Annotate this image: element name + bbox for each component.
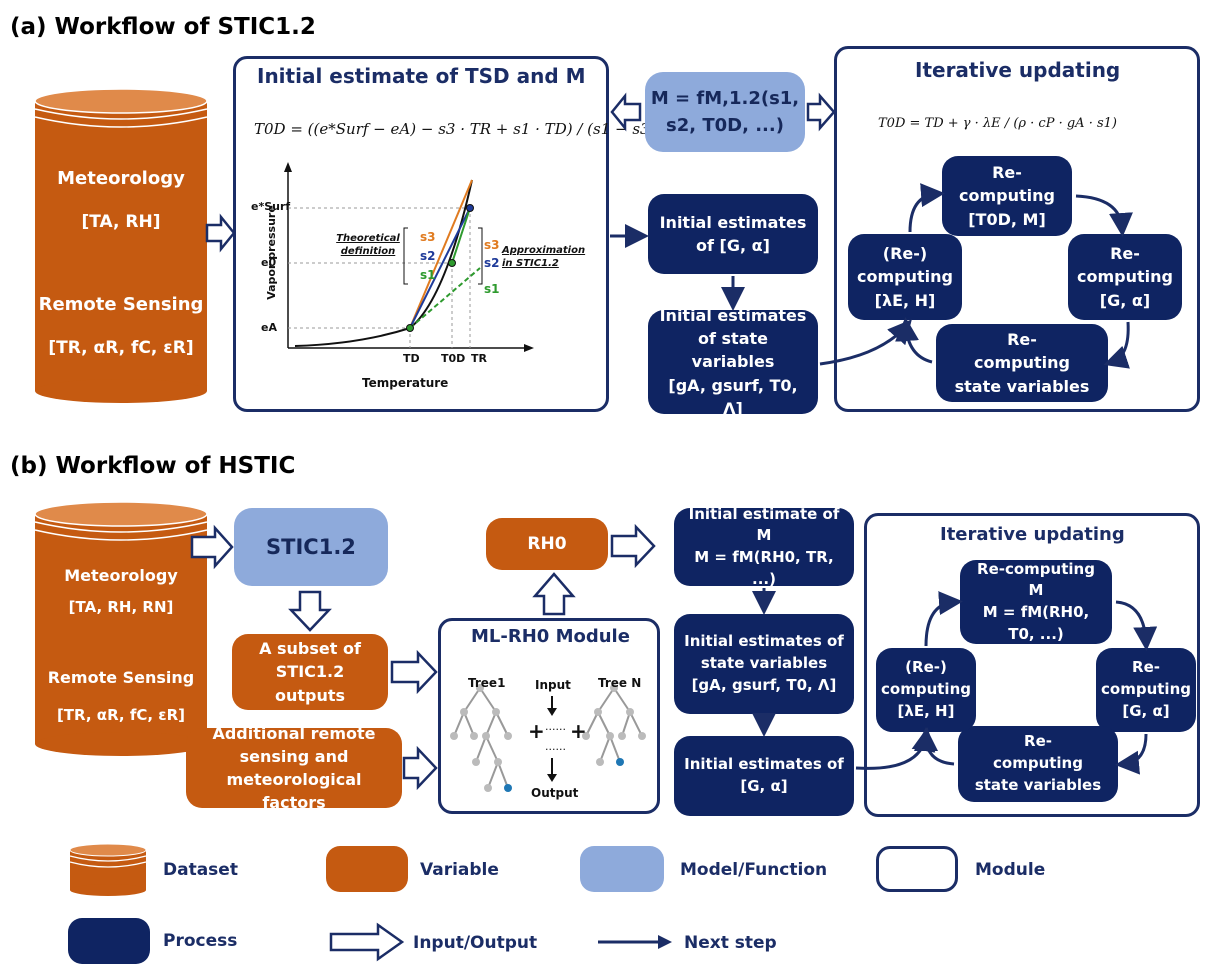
svg-text:+: + (528, 719, 545, 743)
svg-text:......: ...... (545, 720, 566, 733)
next-arrow-a-t0d-to-g (1075, 194, 1133, 237)
next-arrow-b-state-to-le (914, 727, 955, 766)
io-arrow-model-to-initial (610, 92, 642, 132)
rs-label-a: Remote Sensing (38, 294, 204, 315)
legend-model-icon (580, 846, 664, 892)
meteorology-vars-b: [TA, RH, RN] (68, 598, 174, 616)
t0d-iterative-formula: T0D = TD + γ · λE / (ρ · cP · gA · s1) (878, 116, 1117, 131)
process-initial-g-alpha-b: Initial estimates of [G, α] (674, 736, 854, 816)
section-a-title: (a) Workflow of STIC1.2 (10, 14, 316, 40)
process-initial-state-b: Initial estimates of state variables [gA… (674, 614, 854, 714)
approx-label: Approximation in STIC1.2 (502, 245, 586, 269)
dataset-cylinder-b (34, 501, 208, 756)
recomp-g-alpha-a: Re- computing [G, α] (1068, 234, 1182, 320)
io-arrow-subset-to-ml (390, 649, 438, 695)
legend-io-label: Input/Output (413, 933, 538, 953)
io-arrow-stic-to-subset (288, 590, 332, 632)
initial-estimate-module (233, 56, 609, 412)
recomp-g-alpha-b: Re- computing [G, α] (1096, 648, 1196, 732)
io-arrow-ml-to-rh0 (532, 572, 576, 616)
ml-rh0-module (438, 618, 660, 814)
meteorology-vars-a: [TA, RH] (81, 212, 161, 232)
recomp-m-b: Re-computing M M = fM(RH0, T0, ...) (960, 560, 1112, 644)
y-tick-esurf: e*Surf (251, 200, 291, 213)
var-rh0: RH0 (486, 518, 608, 570)
io-arrow-rh0-to-initial-m (610, 523, 656, 569)
recomp-state-a: Re- computing state variables (936, 324, 1108, 402)
x-axis-label: Temperature (362, 376, 449, 390)
vapor-pressure-plot (284, 162, 534, 352)
y-tick-ea: eA (261, 321, 277, 334)
next-arrow-b-le-to-m (924, 591, 963, 647)
recomp-lambdae-h-b: (Re-) computing [λE, H] (876, 648, 976, 732)
svg-text:......: ...... (545, 740, 566, 753)
next-arrow-b-m-to-g (1115, 600, 1158, 651)
legend-variable-label: Variable (420, 860, 499, 880)
initial-estimate-title: Initial estimate of TSD and M (257, 64, 586, 88)
meteorology-label-a: Meteorology (57, 168, 185, 189)
t0d-formula: T0D = ((e*Surf − eA) − s3 · TR + s1 · TD… (254, 120, 656, 138)
section-b-title: (b) Workflow of HSTIC (10, 453, 296, 479)
legend-process-label: Process (163, 931, 238, 951)
x-tick-t0d: T0D (441, 352, 466, 365)
next-arrow-a-state-to-iter (819, 319, 912, 366)
slope-s1: s1 (420, 268, 436, 282)
recomp-t0d-m: Re- computing [T0D, M] (942, 156, 1072, 236)
x-tick-td: TD (403, 352, 420, 365)
legend-next-icon (598, 935, 672, 949)
rs-vars-a: [TR, αR, fC, εR] (48, 338, 194, 358)
legend-module-label: Module (975, 860, 1046, 880)
next-arrow-a-le-to-t0d (908, 183, 945, 233)
next-arrow-a-g-to-state (1103, 321, 1131, 369)
legend-dataset-icon (69, 843, 147, 896)
recomp-lambdae-h-a: (Re-) computing [λE, H] (848, 234, 962, 320)
legend-next-label: Next step (684, 933, 777, 953)
next-arrow-a-state-to-le (895, 317, 933, 364)
var-additional-factors: Additional remote sensing and meteorolog… (186, 724, 402, 812)
legend-module-icon (876, 846, 958, 892)
slope-s2: s2 (420, 249, 436, 263)
process-initial-g-alpha-a: Initial estimates of [G, α] (648, 194, 818, 274)
output-label: Output (531, 786, 579, 800)
var-subset-outputs: A subset of STIC1.2 outputs (232, 634, 388, 710)
dataset-cylinder-a (34, 88, 208, 403)
io-arrow-additional-to-ml (402, 745, 438, 791)
y-tick-e0: e0 (261, 256, 277, 269)
io-arrow-dataset-to-stic (190, 524, 234, 570)
legend-variable-icon (326, 846, 408, 892)
model-stic12: STIC1.2 (234, 508, 388, 586)
random-forest-diagram: + + ...... ...... (450, 684, 646, 792)
treen-label: Tree N (598, 676, 642, 690)
rs-label-b: Remote Sensing (47, 668, 195, 687)
next-arrow-b-g-to-state (1115, 733, 1148, 775)
input-label: Input (535, 678, 571, 692)
tree1-label: Tree1 (468, 676, 506, 690)
model-function-m12: M = fM,1.2(s1, s2, T0D, ...) (645, 72, 805, 152)
next-arrow-b-g-to-iter (855, 727, 936, 770)
io-arrow-model-to-iterative (806, 92, 836, 132)
ml-rh0-title: ML-RH0 Module (471, 626, 630, 647)
io-arrow-dataset-to-initial (205, 213, 236, 253)
slope-s3-approx: s3 (484, 238, 500, 252)
slope-s1-approx: s1 (484, 282, 500, 296)
iterative-title-a: Iterative updating (915, 58, 1121, 82)
legend-process-icon (68, 918, 150, 964)
theoretical-label: Theoretical definition (336, 233, 400, 257)
slope-s3: s3 (420, 230, 436, 244)
svg-text:+: + (570, 719, 587, 743)
iterative-title-b: Iterative updating (940, 524, 1125, 545)
rs-vars-b: [TR, αR, fC, εR] (56, 706, 186, 724)
slope-s2-approx: s2 (484, 256, 500, 270)
legend-io-icon (329, 922, 405, 962)
process-initial-m-b: Initial estimate of M M = fM(RH0, TR, ..… (674, 505, 854, 588)
legend-dataset-label: Dataset (163, 860, 238, 880)
x-tick-tr: TR (471, 352, 487, 365)
meteorology-label-b: Meteorology (64, 566, 178, 585)
recomp-state-b: Re- computing state variables (958, 726, 1118, 802)
legend-model-label: Model/Function (680, 860, 828, 880)
